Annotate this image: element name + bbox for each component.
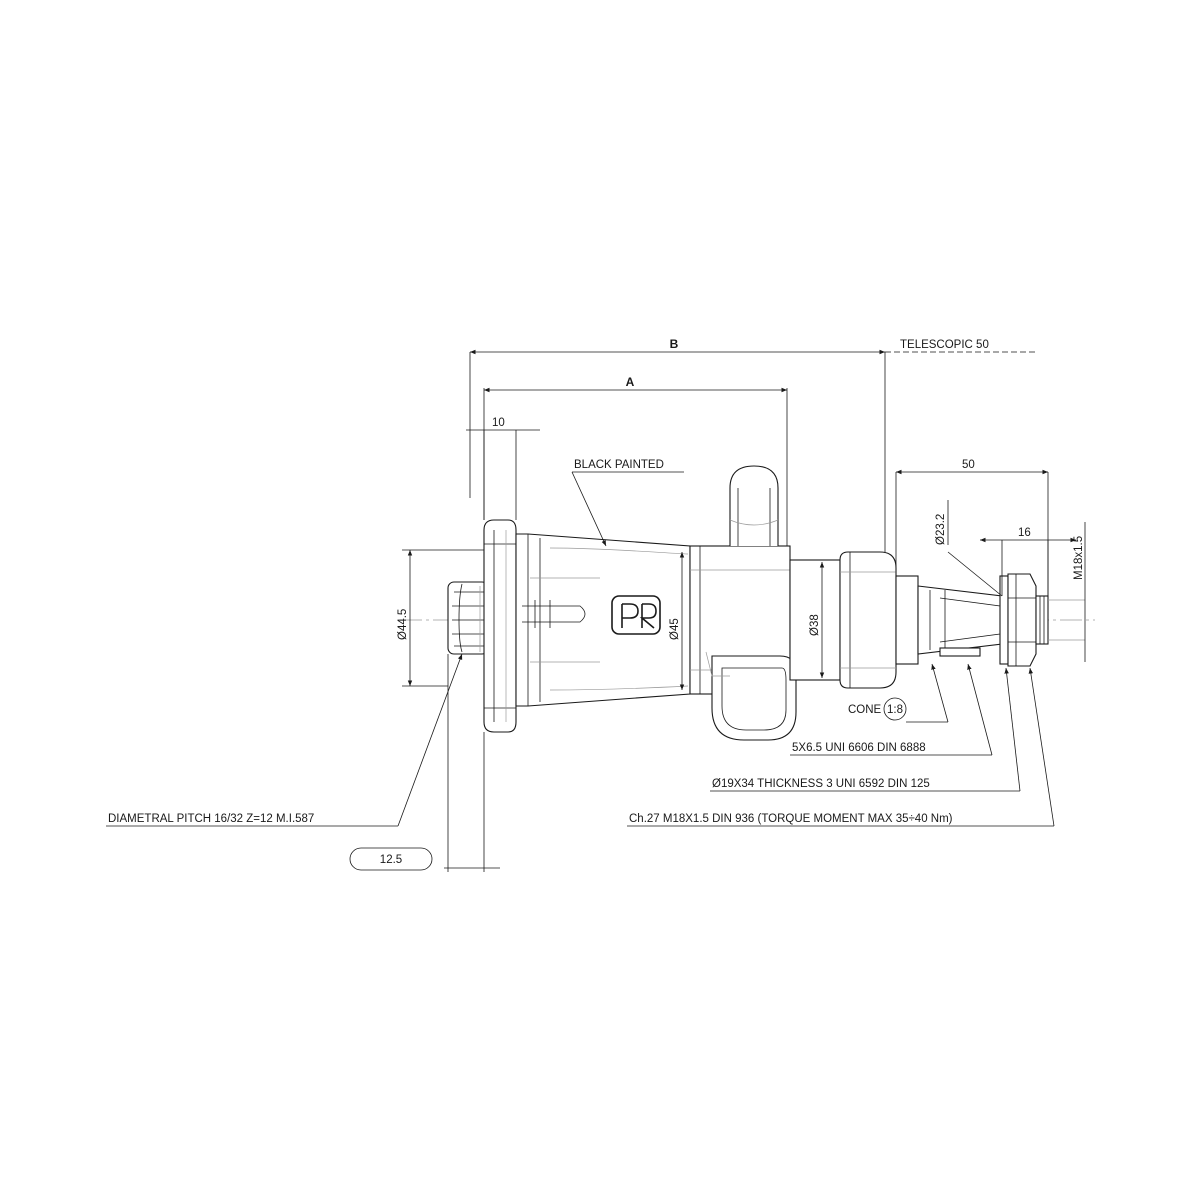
cone-ratio-label: 1:8: [887, 704, 903, 716]
dimension-45: Ø45: [669, 552, 685, 690]
cone-housing: [515, 533, 691, 707]
dimension-44-5-label: Ø44.5: [397, 609, 409, 640]
callout-washer: Ø19X34 THICKNESS 3 UNI 6592 DIN 125: [710, 667, 1021, 792]
dimension-12-5: 12.5: [349, 654, 500, 872]
dimension-16: 16: [980, 527, 1076, 596]
dimension-10-label: 10: [492, 417, 505, 429]
dimension-12-5-box: [349, 847, 433, 871]
black-painted-label: BLACK PAINTED: [574, 459, 664, 471]
dimension-44-5: Ø44.5: [397, 549, 484, 687]
cone-label: CONE: [848, 704, 882, 716]
dimension-50: 50: [895, 459, 1049, 596]
dimension-38-label: Ø38: [809, 614, 821, 636]
dimension-thread-label: M18x1.5: [1073, 536, 1085, 580]
bearing-sleeve: [789, 551, 897, 689]
washer-label: Ø19X34 THICKNESS 3 UNI 6592 DIN 125: [712, 778, 930, 790]
diametral-pitch-label: DIAMETRAL PITCH 16/32 Z=12 M.I.587: [108, 813, 314, 825]
telescopic-label: TELESCOPIC 50: [900, 339, 989, 351]
dimension-10: 10: [466, 417, 540, 520]
key-label: 5X6.5 UNI 6606 DIN 6888: [792, 742, 926, 754]
dimension-cone-diameter: Ø23.2: [935, 500, 1003, 597]
dimension-16-label: 16: [1018, 527, 1031, 539]
nut-label: Ch.27 M18X1.5 DIN 936 (TORQUE MOMENT MAX…: [629, 813, 953, 825]
splined-stub: [447, 581, 489, 655]
main-body: [689, 465, 797, 741]
pto-shaft-part: [447, 465, 1085, 741]
callout-diametral-pitch: DIAMETRAL PITCH 16/32 Z=12 M.I.587: [106, 653, 463, 827]
callout-cone: CONE 1:8: [848, 663, 949, 723]
callout-key: 5X6.5 UNI 6606 DIN 6888: [790, 663, 993, 756]
dimension-cone-diameter-label: Ø23.2: [935, 514, 947, 545]
dimension-45-label: Ø45: [669, 618, 681, 640]
dimension-a-label: A: [626, 375, 635, 389]
dimension-thread: M18x1.5: [1073, 522, 1086, 662]
dimension-b: B TELESCOPIC 50: [469, 337, 1038, 552]
dimension-12-5-label: 12.5: [380, 854, 402, 866]
flange: [483, 519, 517, 733]
pr-logo: [611, 595, 661, 635]
cone-ratio-circle: [883, 697, 907, 721]
callout-nut: Ch.27 M18X1.5 DIN 936 (TORQUE MOMENT MAX…: [627, 667, 1055, 827]
dimension-b-label: B: [670, 337, 679, 351]
dimension-38: Ø38: [809, 562, 825, 678]
callout-black-painted: BLACK PAINTED: [571, 459, 684, 547]
cone-shaft: [895, 573, 1085, 667]
dimension-50-label: 50: [962, 459, 975, 471]
